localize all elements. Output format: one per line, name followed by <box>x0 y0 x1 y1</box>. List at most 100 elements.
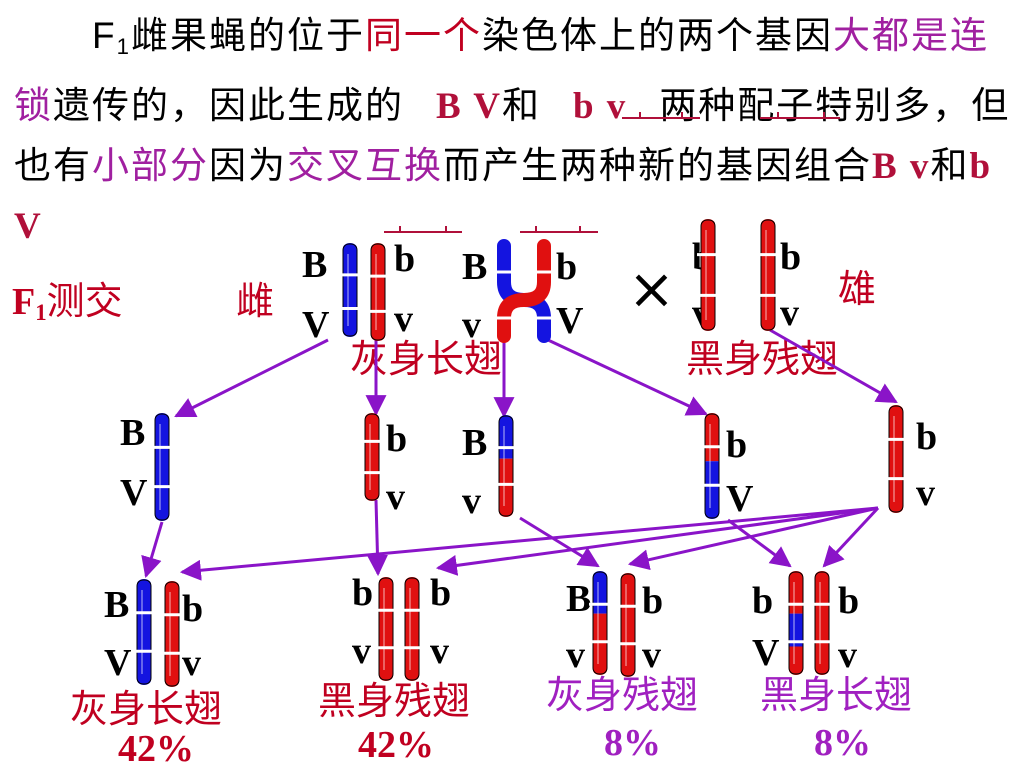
chromosome-tip <box>379 577 393 587</box>
chromosome-segment <box>155 418 169 516</box>
gamete-bv: b v <box>572 86 628 127</box>
allele-label: b <box>352 572 374 614</box>
chromosome-tip <box>365 413 379 423</box>
chromosome-tip <box>789 665 803 675</box>
offspring-phenotype: 黑身长翅 <box>760 673 913 717</box>
chromosome-tip <box>379 671 393 681</box>
chromosome-segment <box>705 461 719 514</box>
chromosome <box>617 573 639 677</box>
intro-text-2: 染色体上的两个基因 <box>481 14 833 57</box>
allele-label: v <box>462 480 481 522</box>
chromosome-outline <box>154 413 170 521</box>
chromosome-segment <box>701 224 715 326</box>
chromosome-tip <box>705 509 719 519</box>
chromosome-outline <box>760 219 776 331</box>
f1-testcross-label: F1测交 <box>12 279 123 325</box>
allele-label: B <box>462 422 488 464</box>
arrows <box>141 328 898 581</box>
chromosome-tip <box>499 415 513 425</box>
chromosome <box>589 571 611 675</box>
chromosome-segment <box>621 578 635 672</box>
allele-label: v <box>566 634 585 676</box>
chromosome <box>495 415 517 517</box>
offspring-phenotype: 灰身残翅 <box>546 673 699 717</box>
chromosome <box>151 413 173 521</box>
allele-label: v <box>462 304 481 346</box>
chromosome-tip <box>343 243 357 253</box>
chromosome-segment <box>815 576 829 670</box>
highlight-crossing-over: 交叉互换 <box>287 144 443 187</box>
chromosome-tip <box>371 331 385 341</box>
chromosome-outline <box>342 243 358 337</box>
chromosome-segment <box>371 248 385 336</box>
chromosome-tip <box>155 413 169 423</box>
chromosome <box>811 571 833 675</box>
chromosome-tip <box>593 665 607 675</box>
chromosome-outline <box>370 243 386 341</box>
chromosome-segment <box>499 420 513 459</box>
allele-label: v <box>394 298 413 340</box>
allele-label: B <box>302 244 328 286</box>
allele-label: V <box>726 478 754 520</box>
chromosome-outline <box>378 577 394 681</box>
chromosome <box>701 413 723 519</box>
allele-label: b <box>780 236 802 278</box>
chromosome-segment <box>593 576 607 614</box>
chromosome-segment <box>761 224 775 326</box>
chromosome-tip <box>499 507 513 517</box>
chromosome-outline <box>136 579 152 685</box>
chromosome <box>161 581 183 687</box>
chromosome <box>375 577 397 681</box>
chromosome <box>339 243 361 337</box>
female-label: 雌 <box>236 279 275 323</box>
allele-label: v <box>430 630 449 672</box>
crossing-over-pair <box>494 239 554 343</box>
chromosome-tip <box>621 573 635 583</box>
chromosome-tip <box>593 571 607 581</box>
allele-label: b <box>556 246 578 288</box>
allele-label: b <box>386 418 408 460</box>
intro-text-1: 雌果蝇的位于 <box>130 14 365 57</box>
allele-label: v <box>780 292 799 334</box>
chromosome-segment <box>137 584 151 680</box>
chromosome-tip <box>165 581 179 591</box>
male-phenotype: 黑身残翅 <box>686 337 839 381</box>
chromosome <box>361 413 383 501</box>
allele-label: b <box>726 424 748 466</box>
chromosome-segment <box>789 613 803 647</box>
allele-label: b <box>642 580 664 622</box>
offspring-phenotype: 灰身长翅 <box>70 687 223 731</box>
highlight-linked: 大都是连锁 <box>14 14 989 127</box>
allele-label: V <box>120 472 148 514</box>
allele-label: V <box>752 632 780 674</box>
chromosome-tip <box>761 321 775 331</box>
f1-symbol: F1 <box>92 15 131 59</box>
chromosome-tip <box>889 503 903 513</box>
allele-label: B <box>120 412 146 454</box>
chromosome-segment <box>789 646 803 670</box>
chromosome-tip <box>815 571 829 581</box>
allele-label: v <box>916 472 935 514</box>
offspring-percent: 42% <box>118 728 194 770</box>
crossing-chromatid <box>497 239 551 343</box>
chromosome-tip <box>137 579 151 589</box>
chromosome-tip <box>405 671 419 681</box>
chromosome-tip <box>761 219 775 229</box>
chromosome-tip <box>789 571 803 581</box>
chromosome-segment <box>889 410 903 508</box>
allele-label: B <box>104 584 130 626</box>
chromosomes <box>133 219 907 687</box>
chromosome-outline <box>814 571 830 675</box>
chromosome <box>785 571 807 675</box>
allele-label: b <box>752 580 774 622</box>
allele-label: V <box>302 304 330 346</box>
gamete-underlines <box>384 112 840 233</box>
allele-label: b <box>394 238 416 280</box>
highlight-small-part: 小部分 <box>92 144 209 187</box>
intro-text-5: 而产生两种新的基因组合 <box>443 144 872 187</box>
male-label: 雄 <box>838 267 877 311</box>
chromosome-segment <box>379 582 393 676</box>
allele-label: b <box>838 580 860 622</box>
chromosome-tip <box>165 677 179 687</box>
